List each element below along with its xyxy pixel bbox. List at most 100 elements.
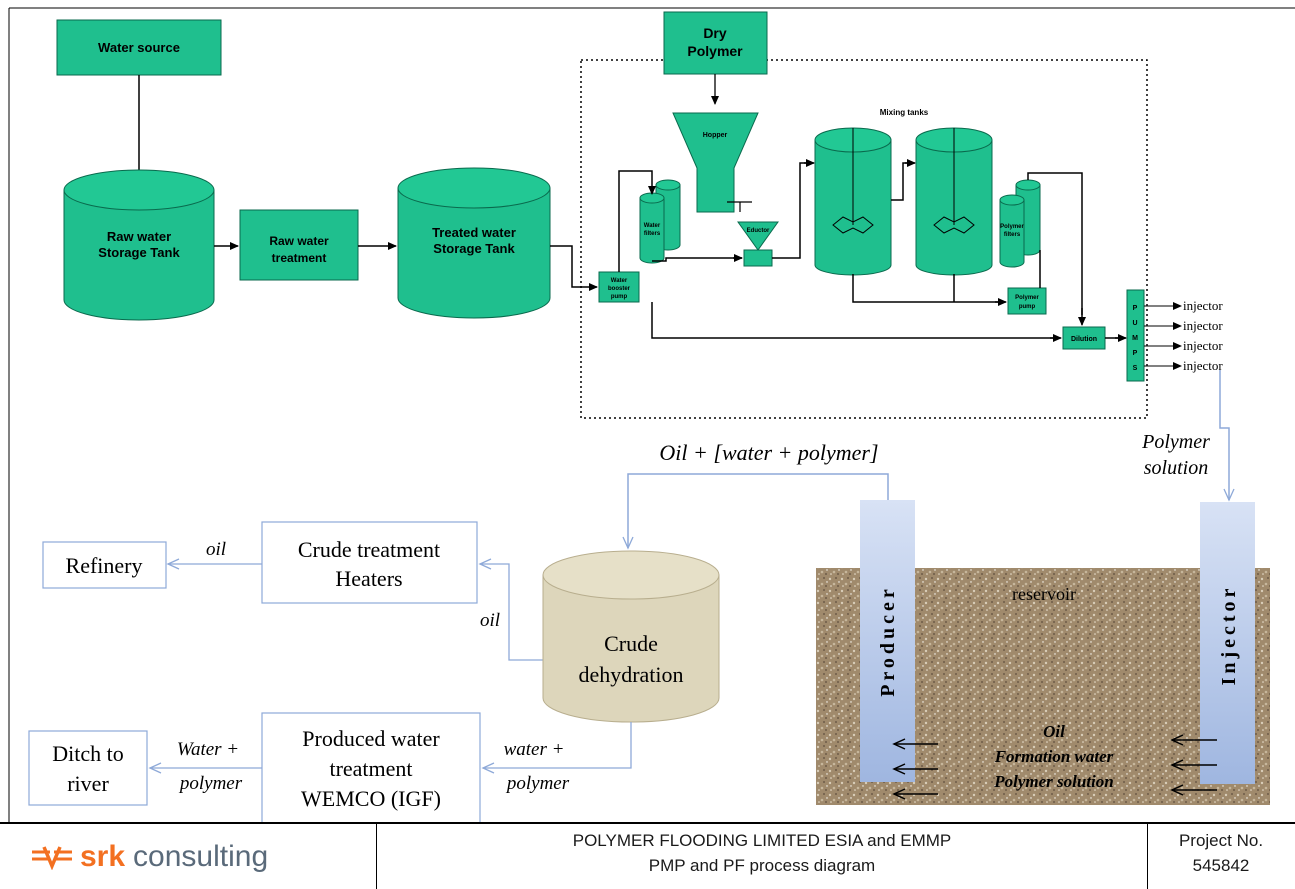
svg-text:filters: filters bbox=[1004, 232, 1021, 238]
water-polymer-label-left-2: polymer bbox=[178, 773, 243, 794]
svg-text:Dry: Dry bbox=[703, 25, 727, 41]
svg-text:WEMCO (IGF): WEMCO (IGF) bbox=[301, 786, 441, 811]
water-polymer-label-left: Water + bbox=[177, 739, 239, 760]
svg-text:pump: pump bbox=[611, 294, 628, 300]
footer: srk consulting POLYMER FLOODING LIMITED … bbox=[0, 822, 1295, 889]
water-polymer-label-right: water + bbox=[504, 739, 565, 760]
svg-text:P: P bbox=[1133, 305, 1138, 312]
footer-divider bbox=[0, 822, 1295, 824]
svg-text:Produced water: Produced water bbox=[302, 726, 440, 751]
svg-text:Raw water: Raw water bbox=[107, 229, 171, 244]
refinery-box: Refinery bbox=[42, 541, 167, 589]
flow-arrows-to-producer bbox=[892, 738, 938, 800]
dehydration-to-produced-water-line bbox=[481, 722, 632, 774]
water-source-box: Water source bbox=[56, 19, 222, 76]
svg-text:Refinery: Refinery bbox=[66, 553, 143, 578]
svg-text:treatment: treatment bbox=[329, 756, 412, 781]
svg-text:Crude treatment: Crude treatment bbox=[298, 537, 440, 562]
skid-arrowheads bbox=[648, 159, 1127, 342]
injector-well: Injector bbox=[1200, 502, 1255, 784]
formation-water-label: Formation water bbox=[994, 747, 1114, 766]
logo-text: srk bbox=[80, 840, 126, 873]
crude-treatment-box: Crude treatment Heaters bbox=[261, 521, 478, 604]
project-number: 545842 bbox=[1192, 856, 1250, 875]
water-filters: Water filters bbox=[639, 179, 681, 264]
srk-logo-icon bbox=[32, 846, 72, 870]
raw-water-treatment-box: Raw water treatment bbox=[239, 209, 359, 281]
polymer-pump: Polymer pump bbox=[1007, 287, 1047, 315]
svg-text:injector: injector bbox=[1183, 298, 1223, 313]
polymer-filters: Polymer filters bbox=[999, 179, 1041, 268]
svg-text:injector: injector bbox=[1183, 358, 1223, 373]
dehydration-to-crude-line bbox=[478, 558, 546, 661]
svg-text:Polymer: Polymer bbox=[1000, 224, 1024, 230]
svg-text:Injector: Injector bbox=[1218, 585, 1240, 686]
footer-title: POLYMER FLOODING LIMITED ESIA and EMMP P… bbox=[376, 822, 1148, 889]
svg-text:Storage Tank: Storage Tank bbox=[98, 245, 180, 260]
svg-text:Water: Water bbox=[611, 278, 628, 284]
svg-text:U: U bbox=[1132, 320, 1137, 327]
injector-outlets: injector injector injector injector bbox=[1144, 298, 1223, 373]
produced-water-treatment-box: Produced water treatment WEMCO (IGF) bbox=[261, 712, 481, 822]
svg-text:Eductor: Eductor bbox=[747, 228, 770, 234]
oil-water-polymer-label: Oil + [water + polymer] bbox=[659, 440, 878, 465]
polymer-solution-zone-label: Polymer solution bbox=[993, 772, 1113, 791]
svg-text:Polymer: Polymer bbox=[687, 43, 743, 59]
svg-text:injector: injector bbox=[1183, 318, 1223, 333]
svg-text:Raw water: Raw water bbox=[269, 234, 329, 248]
project-label: Project No. bbox=[1178, 831, 1264, 850]
eductor: Eductor bbox=[737, 221, 779, 267]
oil-label-left: oil bbox=[206, 539, 226, 560]
svg-text:Hopper: Hopper bbox=[703, 132, 728, 139]
footer-title-line-1: POLYMER FLOODING LIMITED ESIA and EMMP bbox=[572, 831, 952, 850]
ditch-to-river-box: Ditch to river bbox=[28, 730, 148, 806]
logo-subtext: consulting bbox=[133, 840, 269, 873]
svg-text:booster: booster bbox=[608, 286, 631, 292]
water-polymer-label-right-2: polymer bbox=[505, 773, 570, 794]
svg-text:M: M bbox=[1132, 335, 1138, 342]
svg-text:Treated water: Treated water bbox=[432, 225, 516, 240]
srk-logo: srk consulting bbox=[30, 840, 268, 874]
svg-text:river: river bbox=[67, 771, 109, 796]
polymer-solution-label: Polymer bbox=[1141, 431, 1210, 453]
svg-text:filters: filters bbox=[644, 231, 661, 237]
svg-text:injector: injector bbox=[1183, 338, 1223, 353]
footer-title-line-2: PMP and PF process diagram bbox=[648, 856, 876, 875]
svg-text:dehydration: dehydration bbox=[578, 662, 683, 687]
mixing-tank-1 bbox=[814, 127, 892, 276]
svg-text:Dilution: Dilution bbox=[1071, 336, 1097, 343]
reservoir-label: reservoir bbox=[1012, 584, 1076, 604]
svg-text:Ditch to: Ditch to bbox=[52, 741, 124, 766]
process-diagram: Water source Raw water Storage Tank Raw … bbox=[8, 7, 1295, 822]
hopper: Hopper bbox=[672, 112, 759, 213]
raw-water-storage-tank: Raw water Storage Tank bbox=[63, 169, 215, 321]
svg-text:Crude: Crude bbox=[604, 631, 658, 656]
injector-feed-line bbox=[1219, 370, 1235, 502]
svg-text:pump: pump bbox=[1019, 304, 1036, 310]
svg-text:Water source: Water source bbox=[98, 40, 180, 55]
dry-polymer-box: Dry Polymer bbox=[663, 11, 768, 75]
mixing-tank-2 bbox=[915, 127, 993, 276]
oil-zone-label: Oil bbox=[1043, 722, 1065, 741]
footer-project: Project No. 545842 bbox=[1147, 822, 1295, 889]
producer-to-dehydration-line bbox=[622, 473, 889, 550]
crude-dehydration-tank: Crude dehydration bbox=[542, 550, 720, 723]
mixing-tanks-label: Mixing tanks bbox=[880, 108, 929, 117]
polymer-solution-label-2: solution bbox=[1144, 457, 1208, 479]
svg-text:P: P bbox=[1133, 350, 1138, 357]
pumps-block: P U M P S bbox=[1126, 289, 1145, 382]
svg-text:Storage Tank: Storage Tank bbox=[433, 241, 515, 256]
treated-water-storage-tank: Treated water Storage Tank bbox=[397, 167, 551, 319]
svg-text:S: S bbox=[1133, 365, 1138, 372]
svg-text:Water: Water bbox=[644, 223, 661, 229]
polymer-skid-boundary bbox=[580, 59, 1148, 419]
svg-text:Producer: Producer bbox=[877, 585, 899, 697]
flow-arrows-from-injector bbox=[1170, 734, 1217, 796]
svg-text:Heaters: Heaters bbox=[335, 566, 402, 591]
dilution: Dilution bbox=[1062, 326, 1106, 350]
svg-text:Polymer: Polymer bbox=[1015, 295, 1039, 301]
svg-text:treatment: treatment bbox=[272, 251, 327, 265]
water-booster-pump: Water booster pump bbox=[598, 271, 640, 303]
oil-label-down: oil bbox=[480, 610, 500, 631]
producer-well: Producer bbox=[860, 500, 915, 782]
